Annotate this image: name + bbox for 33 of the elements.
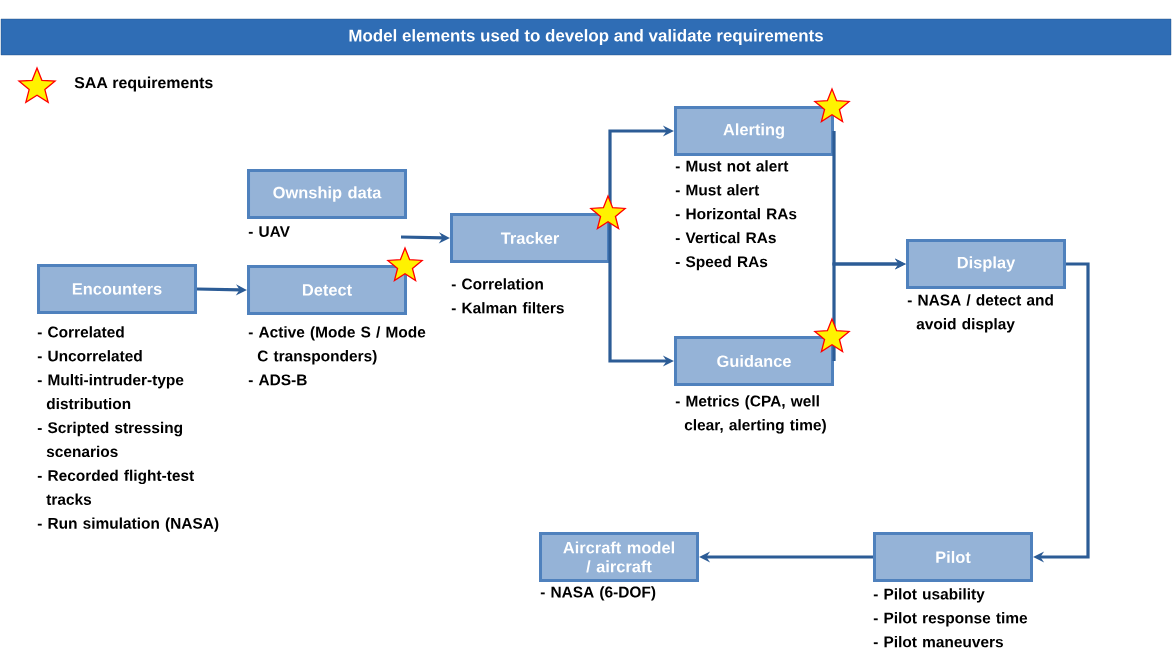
bullet-text: - Must alert — [675, 184, 760, 196]
bullet-text: - NASA / detect and avoid display — [907, 294, 1053, 333]
bullet-text: - Metrics (CPA, well clear, alerting time) — [675, 395, 826, 434]
title-banner: Model elements used to develop and validate requirements — [0, 18, 1172, 56]
bullet-text: - Active (Mode S / Mode C transponders) — [248, 326, 426, 365]
bullet-text: - Speed RAs — [675, 255, 768, 271]
process-box: Ownship data — [247, 169, 407, 219]
bullet-text: - Must not alert — [675, 160, 789, 172]
process-box: Aircraft model / aircraft — [539, 532, 699, 582]
bullet-text: - Uncorrelated — [37, 350, 142, 362]
bullet-text: - Pilot maneuvers — [873, 636, 1003, 648]
bullet-text: - Correlation — [451, 278, 543, 290]
bullet-text: - Scripted stressing scenarios — [37, 421, 183, 458]
process-box: Display — [906, 239, 1066, 289]
bullet-text: - Correlated — [37, 326, 124, 338]
bullet-text: - Vertical RAs — [675, 231, 776, 244]
legend-text: SAA requirements — [74, 76, 213, 92]
process-box: Tracker — [450, 213, 610, 263]
bullet-text: - Recorded flight-test tracks — [37, 469, 194, 505]
bullet-text: - Pilot usability — [873, 588, 985, 603]
bullet-text: - Pilot response time — [873, 612, 1028, 627]
process-box: Guidance — [674, 336, 834, 386]
bullet-text: - NASA (6-DOF) — [540, 586, 656, 601]
bullet-text: - UAV — [248, 226, 290, 237]
process-box: Encounters — [37, 264, 197, 314]
bullet-text: - Run simulation (NASA) — [37, 517, 219, 532]
bullet-text: - Kalman filters — [451, 302, 564, 314]
process-box: Alerting — [674, 106, 834, 156]
process-box: Pilot — [873, 532, 1033, 582]
process-box: Detect — [247, 265, 407, 315]
bullet-text: - Horizontal RAs — [675, 208, 797, 220]
bullet-text: - ADS-B — [248, 374, 307, 386]
bullet-text: - Multi-intruder-type distribution — [37, 374, 184, 410]
